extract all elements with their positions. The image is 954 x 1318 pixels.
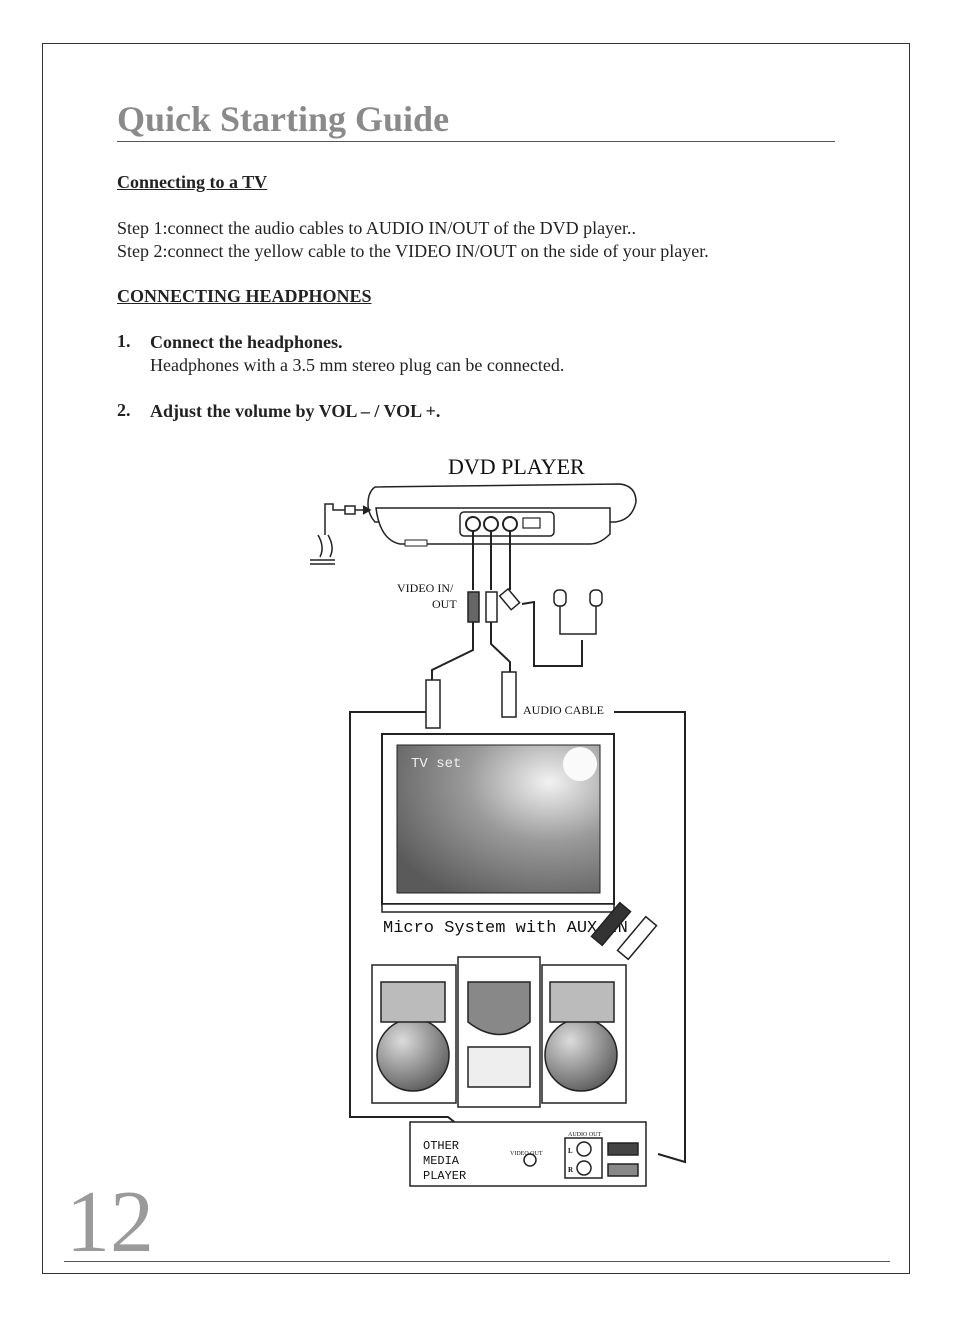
video-out-label: VIDEO OUT <box>510 1151 543 1157</box>
video-in-out-label-1: VIDEO IN/ <box>397 581 454 595</box>
headphones-illustration <box>553 589 603 635</box>
tv-set-label: TV set <box>411 756 461 772</box>
other-media-label-1: OTHER <box>423 1139 459 1153</box>
page-title: Quick Starting Guide <box>117 99 450 139</box>
video-in-out-label-2: OUT <box>432 597 457 611</box>
item-1-number: 1. <box>117 331 131 351</box>
other-media-label-3: PLAYER <box>423 1169 466 1183</box>
bottom-rule <box>64 1261 890 1262</box>
tv-section-heading: Connecting to a TV <box>117 172 268 192</box>
other-media-label-2: MEDIA <box>423 1154 460 1168</box>
connection-diagram: DVD PLAYER <box>310 454 686 1187</box>
item-1-title: Connect the headphones. <box>150 332 343 352</box>
audio-cable-label: AUDIO CABLE <box>523 703 604 717</box>
rca-plugs-illustration <box>590 901 658 961</box>
plugs <box>425 587 521 729</box>
audio-out-label: AUDIO OUT <box>568 1132 601 1138</box>
other-media-player-illustration <box>409 1121 647 1187</box>
page-frame <box>42 43 910 1274</box>
title-rule <box>117 141 835 142</box>
right-channel-label: R <box>568 1166 574 1174</box>
dvd-player-illustration <box>367 483 637 547</box>
tv-step-2: Step 2:connect the yellow cable to the V… <box>117 241 709 261</box>
dvd-player-label: DVD PLAYER <box>448 454 585 479</box>
headphones-section-heading: CONNECTING HEADPHONES <box>117 286 372 306</box>
page-number: 12 <box>66 1174 154 1271</box>
item-1-body: Headphones with a 3.5 mm stereo plug can… <box>150 355 565 375</box>
tv-set-illustration <box>381 733 615 913</box>
tv-step-1: Step 1:connect the audio cables to AUDIO… <box>117 218 637 238</box>
item-2-number: 2. <box>117 400 131 420</box>
micro-system-illustration <box>371 956 627 1108</box>
left-channel-label: L <box>568 1147 573 1155</box>
power-plug-illustration <box>310 503 372 565</box>
item-2-title: Adjust the volume by VOL – / VOL +. <box>150 401 441 421</box>
micro-system-label: Micro System with AUX IN <box>383 919 628 938</box>
